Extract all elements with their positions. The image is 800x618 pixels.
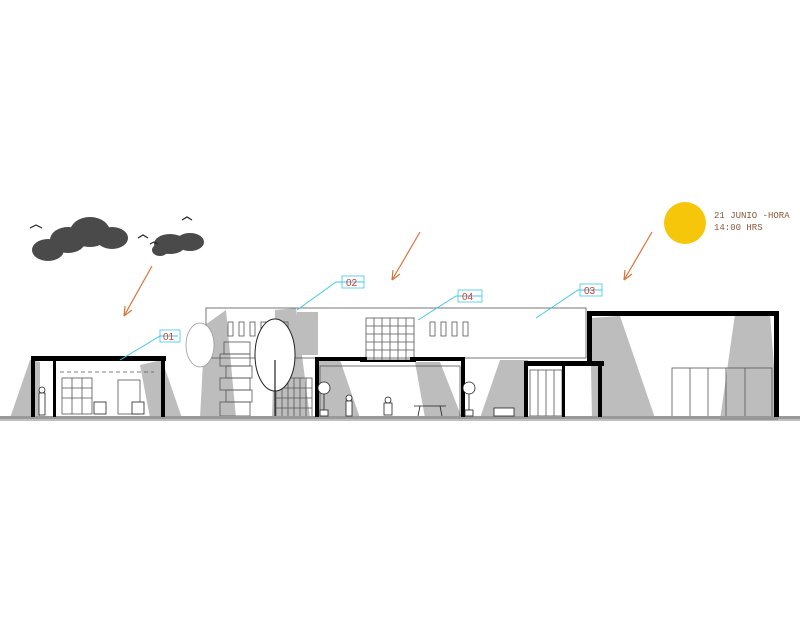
left-pavilion-shelf [61, 377, 93, 415]
cut-structure [31, 311, 779, 417]
sun-note-line2: 14:00 HRS [714, 223, 763, 233]
shadow-right-pavilion [480, 360, 528, 418]
shadow-left-wedge [10, 360, 40, 418]
lattice-facade [365, 317, 415, 361]
sun-arrow-2 [391, 231, 421, 281]
big-block-wall-left [587, 311, 592, 366]
central-beam [360, 360, 416, 362]
tree-large [254, 318, 296, 416]
tag-frames [159, 275, 603, 343]
tag-02: 02 [346, 278, 358, 289]
bench-right [493, 407, 515, 417]
right-wall-b [562, 361, 565, 417]
shadow-layer [10, 308, 778, 420]
plant-center-left [317, 381, 331, 417]
tag-01: 01 [163, 332, 175, 343]
table-center [414, 405, 446, 417]
cloud-icon [32, 217, 204, 261]
sun-arrow-1 [123, 265, 153, 317]
tag-03: 03 [584, 286, 596, 297]
person-seated [383, 396, 393, 416]
central-roof-left [315, 357, 367, 361]
left-wall-a [31, 356, 35, 417]
central-roof-right [410, 357, 465, 361]
sun-note-line1: 21 JUNIO -HORA [714, 211, 790, 221]
chair-left-1 [93, 401, 107, 415]
tag-04: 04 [462, 292, 474, 303]
central-wall-a [315, 357, 319, 417]
person-center [345, 394, 353, 417]
left-wall-c [161, 356, 165, 417]
person-left [38, 386, 46, 416]
plant-center-right [462, 381, 476, 417]
left-wall-b [53, 356, 56, 417]
shadow-big-block-right [720, 314, 778, 420]
big-block-wall-right [774, 311, 779, 417]
bird-icons [29, 216, 193, 245]
shadow-big-block-left [590, 316, 655, 418]
bush-back [185, 322, 215, 368]
sun-arrow-3 [623, 231, 653, 281]
leader-lines [119, 281, 602, 361]
left-roof-slab [31, 356, 166, 361]
shadow-central-right [415, 362, 462, 418]
sun-arrows [123, 231, 653, 317]
chair-left-2 [131, 401, 145, 415]
shadow-upper-block [297, 312, 318, 355]
right-wall-c [598, 361, 602, 417]
big-block-roof [587, 311, 779, 316]
right-wall-a [524, 361, 528, 417]
sun-icon [664, 202, 706, 244]
figures [38, 381, 515, 417]
ground [0, 416, 800, 421]
